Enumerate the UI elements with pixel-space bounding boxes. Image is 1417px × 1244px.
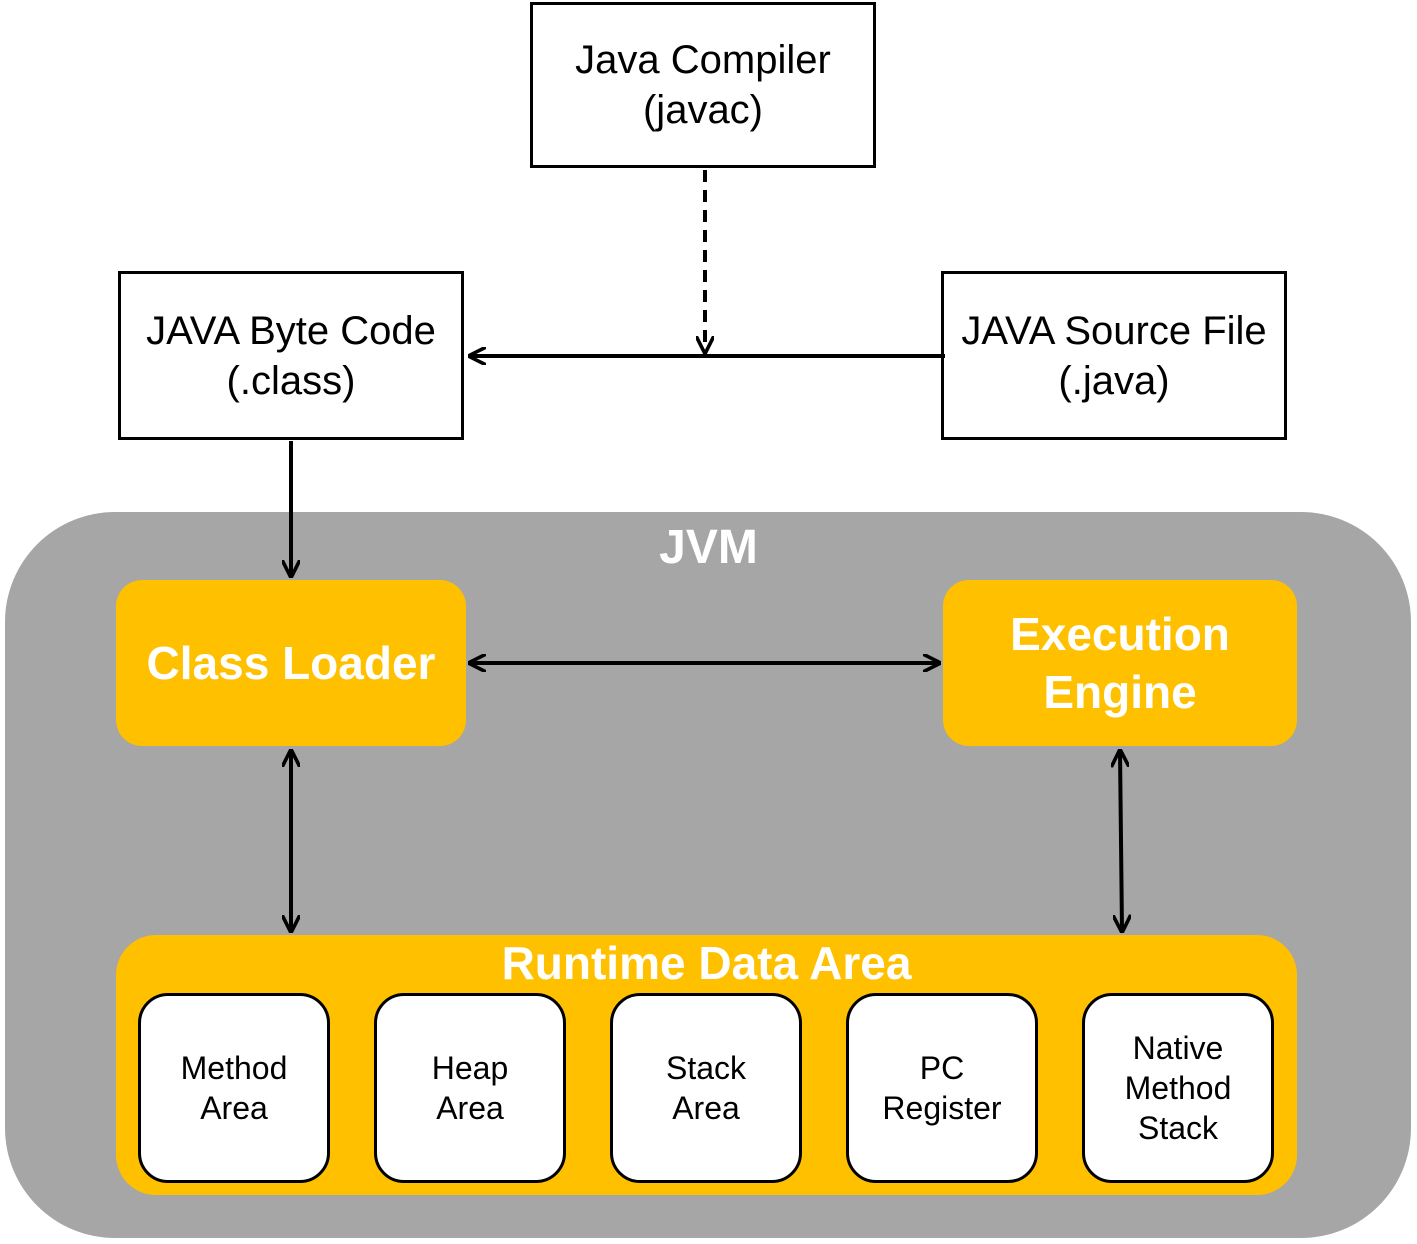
native-method-stack-label-3: Stack bbox=[1137, 1110, 1219, 1146]
heap-area-label-2: Area bbox=[436, 1090, 504, 1126]
execution-engine-box: Execution Engine bbox=[943, 580, 1297, 746]
java-source-file-label: JAVA Source File bbox=[961, 308, 1267, 353]
java-source-file-box: JAVA Source File (.java) bbox=[941, 271, 1287, 440]
execution-engine-label: Execution bbox=[1010, 608, 1230, 660]
stack-area-label-2: Area bbox=[672, 1090, 740, 1126]
pc-register-label-1: PC bbox=[919, 1050, 965, 1086]
stack-area-label-1: Stack bbox=[665, 1050, 747, 1086]
method-area-box: Method Area bbox=[138, 993, 330, 1183]
native-method-stack-label-1: Native bbox=[1132, 1030, 1224, 1066]
java-bytecode-box: JAVA Byte Code (.class) bbox=[118, 271, 464, 440]
class-loader-box: Class Loader bbox=[116, 580, 466, 746]
heap-area-box: Heap Area bbox=[374, 993, 566, 1183]
java-source-file-sublabel: (.java) bbox=[1058, 358, 1170, 403]
execution-engine-sublabel: Engine bbox=[1043, 666, 1197, 718]
jvm-title: JVM bbox=[659, 521, 758, 574]
heap-area-label-1: Heap bbox=[431, 1050, 509, 1086]
pc-register-label-2: Register bbox=[882, 1090, 1002, 1126]
java-compiler-sublabel: (javac) bbox=[642, 88, 764, 132]
stack-area-box: Stack Area bbox=[610, 993, 802, 1183]
native-method-stack-label-2: Method bbox=[1124, 1070, 1232, 1106]
class-loader-label: Class Loader bbox=[146, 637, 436, 689]
method-area-label-2: Area bbox=[200, 1090, 268, 1126]
pc-register-box: PC Register bbox=[846, 993, 1038, 1183]
java-bytecode-label: JAVA Byte Code bbox=[146, 308, 436, 353]
runtime-data-area-title: Runtime Data Area bbox=[501, 937, 912, 989]
native-method-stack-box: Native Method Stack bbox=[1082, 993, 1274, 1183]
java-bytecode-sublabel: (.class) bbox=[226, 358, 356, 403]
java-compiler-box: Java Compiler (javac) bbox=[530, 2, 876, 168]
java-compiler-label: Java Compiler bbox=[575, 38, 831, 82]
method-area-label-1: Method bbox=[180, 1050, 288, 1086]
